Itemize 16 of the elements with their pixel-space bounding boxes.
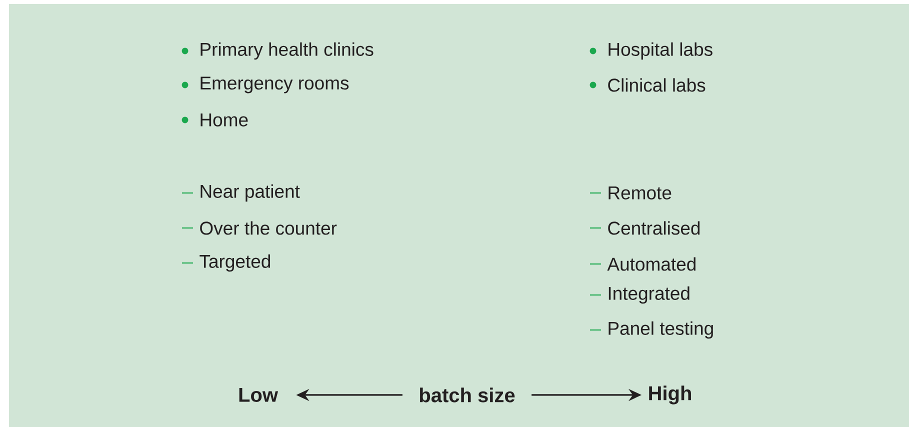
list-item: Panel testing (608, 321, 713, 339)
list-item: Over the counter (200, 221, 337, 235)
list-item: Centralised (608, 221, 700, 235)
list-item: Integrated (608, 286, 690, 304)
list-item: Home (200, 114, 248, 126)
axis-label: Low (239, 388, 278, 402)
list-item: Remote (608, 186, 672, 200)
list-item: Near patient (200, 184, 300, 202)
axis-label: High (649, 386, 691, 404)
list-item: Targeted (200, 254, 270, 272)
list-item: Automated (607, 257, 696, 271)
list-item: Hospital labs (608, 42, 712, 60)
list-item: Primary health clinics (200, 42, 374, 60)
list-item: Clinical labs (608, 78, 706, 92)
axis-label: batch size (420, 388, 515, 402)
list-item: Emergency rooms (200, 76, 349, 94)
